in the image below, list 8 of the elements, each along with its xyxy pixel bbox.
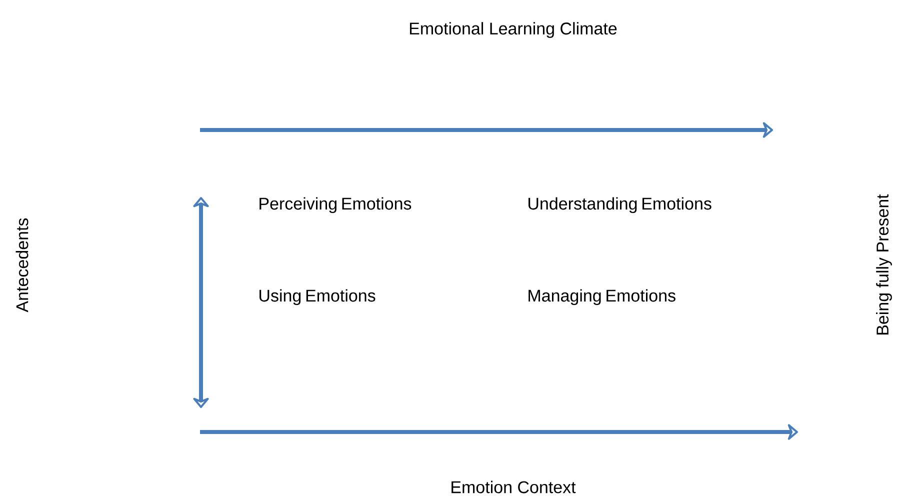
item-text: Understanding Emotions — [528, 197, 712, 214]
heading-text: Emotional Learning Climate — [410, 22, 617, 38]
side-text: Being fully Present — [876, 194, 892, 334]
item-text: Using Emotions — [260, 289, 376, 306]
side-text: Antecedents — [16, 218, 28, 312]
item-text: Perceiving Emotions — [260, 197, 412, 214]
footer-text: Emotion Context — [452, 480, 576, 494]
item-text: Managing Emotions — [528, 289, 676, 306]
